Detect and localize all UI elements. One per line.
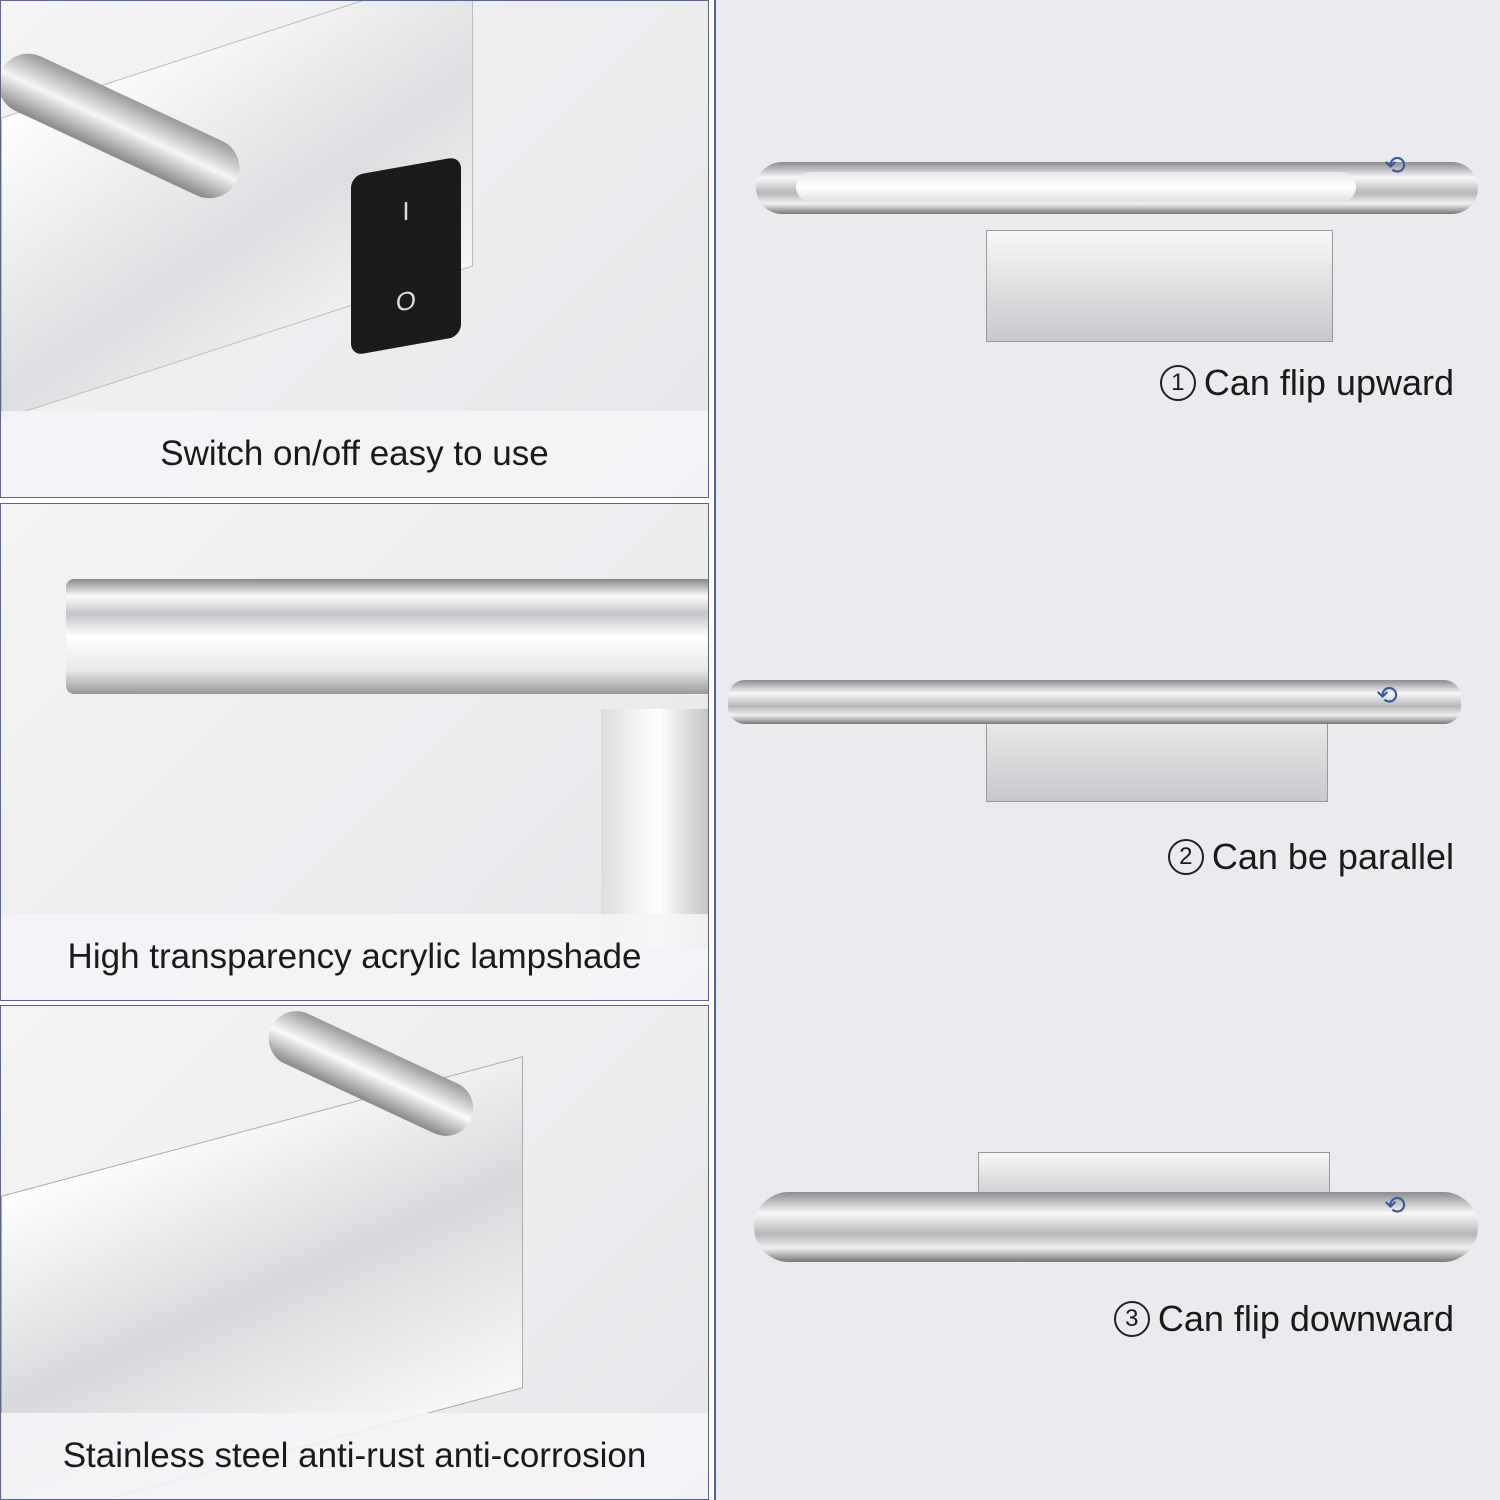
caption-text: Can flip upward bbox=[1203, 362, 1454, 403]
switch-off-label: O bbox=[395, 283, 417, 318]
wall-plate bbox=[986, 230, 1333, 342]
step-number: 2 bbox=[1167, 839, 1204, 875]
lampshade-panel: High transparency acrylic lampshade bbox=[0, 503, 709, 1001]
rotate-arrow-icon: ⟲ bbox=[1384, 150, 1406, 180]
caption-text: Can be parallel bbox=[1211, 836, 1454, 877]
rotate-arrow-icon: ⟲ bbox=[1376, 680, 1398, 710]
step-number: 3 bbox=[1113, 1301, 1150, 1337]
lamp-light bbox=[796, 172, 1356, 202]
rocker-switch: I O bbox=[351, 156, 461, 356]
tube-photo bbox=[66, 579, 708, 694]
caption: Switch on/off easy to use bbox=[1, 411, 708, 497]
caption: Stainless steel anti-rust anti-corrosion bbox=[1, 1413, 708, 1499]
lamp-tube bbox=[754, 1192, 1478, 1262]
steel-panel: Stainless steel anti-rust anti-corrosion bbox=[0, 1005, 709, 1500]
switch-on-label: I bbox=[402, 194, 410, 227]
rotate-arrow-icon: ⟲ bbox=[1384, 1190, 1406, 1220]
step-number: 1 bbox=[1159, 365, 1196, 401]
lamp-tube bbox=[728, 680, 1461, 724]
caption: High transparency acrylic lampshade bbox=[1, 914, 708, 1000]
mount-photo bbox=[601, 709, 708, 949]
switch-panel: I O Switch on/off easy to use bbox=[0, 0, 709, 498]
caption-text: Can flip downward bbox=[1157, 1298, 1454, 1339]
